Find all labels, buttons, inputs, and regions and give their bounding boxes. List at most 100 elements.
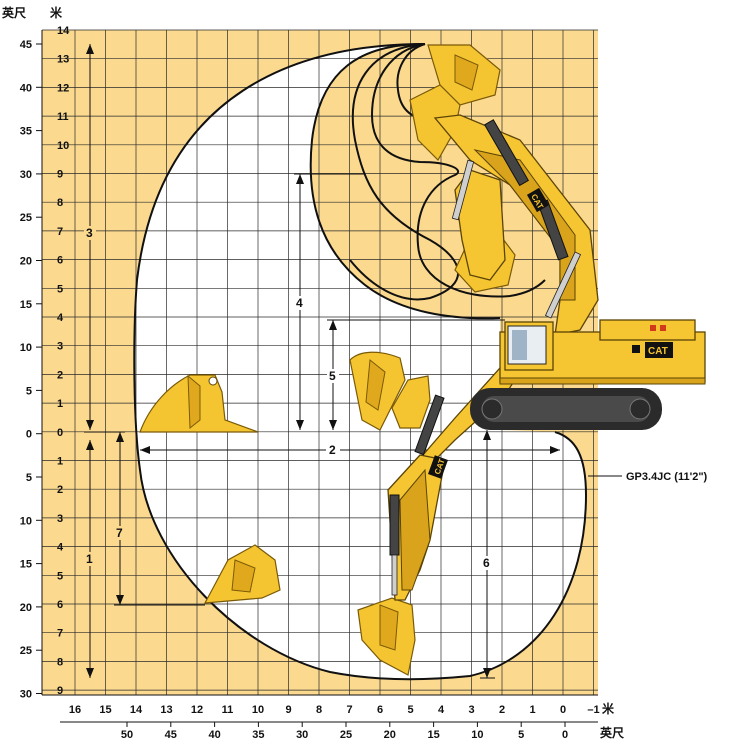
meter-tick-label: 11 <box>57 111 69 123</box>
meters-unit-label-top: 米 <box>50 5 63 20</box>
meter-tick-label: 13 <box>57 54 69 66</box>
raised-boom-arm: CAT <box>433 114 599 336</box>
meter-tick-label: 4 <box>57 312 64 324</box>
meter-tick-label: 3 <box>57 341 63 353</box>
svg-text:CAT: CAT <box>648 346 668 357</box>
feet-unit-label-top: 英尺 <box>2 5 26 20</box>
bucket-deep-dig <box>357 597 416 676</box>
meter-tick-label: 14 <box>57 25 70 37</box>
bottom-meter-tick-label: 8 <box>316 704 322 716</box>
meter-tick-label: 9 <box>57 169 63 181</box>
boom-config-label: GP3.4JC (11'2") <box>626 471 708 483</box>
dimension-3: 3 <box>84 44 96 430</box>
meter-tick-label: 7 <box>57 628 63 640</box>
feet-tick-label: 30 <box>20 689 32 701</box>
feet-tick-label: 0 <box>26 429 32 441</box>
meter-tick-label: 1 <box>57 398 63 410</box>
bottom-feet-tick-label: 25 <box>340 729 352 741</box>
bottom-meter-tick-label: 11 <box>222 704 234 716</box>
bucket-mid-right <box>391 375 431 429</box>
meters-unit-label-bottom: 米 <box>602 701 615 716</box>
bottom-meter-tick-label: 4 <box>438 704 445 716</box>
bottom-meter-tick-label: 7 <box>346 704 352 716</box>
meter-tick-label: 12 <box>57 82 69 94</box>
bottom-meter-tick-label: 12 <box>191 704 203 716</box>
bottom-feet-tick-label: 15 <box>427 729 439 741</box>
bottom-meter-tick-label: 2 <box>499 704 505 716</box>
bottom-meter-tick-label: –1 <box>587 704 599 716</box>
bottom-meter-tick-label: 5 <box>407 704 413 716</box>
bottom-meter-tick-label: 3 <box>468 704 474 716</box>
feet-tick-label: 20 <box>20 256 32 268</box>
meter-tick-label: 1 <box>57 456 63 468</box>
feet-tick-label: 45 <box>20 39 32 51</box>
bottom-meter-tick-label: 1 <box>529 704 535 716</box>
cat-logo-arm: CAT <box>428 455 448 479</box>
bottom-feet-tick-label: 20 <box>384 729 396 741</box>
feet-tick-label: 15 <box>20 559 32 571</box>
svg-text:2: 2 <box>329 443 336 457</box>
bucket-low-left <box>203 544 281 604</box>
svg-text:1: 1 <box>86 552 93 566</box>
svg-text:4: 4 <box>296 296 303 310</box>
bucket-top <box>427 44 501 106</box>
feet-tick-label: 30 <box>20 169 32 181</box>
bottom-meter-tick-label: 13 <box>160 704 172 716</box>
feet-tick-label: 35 <box>20 126 32 138</box>
meter-tick-label: 4 <box>57 542 64 554</box>
bucket-ground-left <box>139 374 259 433</box>
inner-curl-loop <box>370 43 546 298</box>
dimension-4: 4 <box>294 173 365 430</box>
dimension-1: 1 <box>84 440 96 678</box>
bottom-meter-tick-label: 14 <box>130 704 143 716</box>
bottom-feet-tick-label: 35 <box>252 729 264 741</box>
dimension-6: 6 <box>480 430 495 679</box>
bottom-feet-tick-label: 50 <box>121 729 133 741</box>
feet-tick-label: 40 <box>20 82 32 94</box>
feet-tick-label: 20 <box>20 602 32 614</box>
svg-text:7: 7 <box>116 526 123 540</box>
bottom-feet-tick-label: 40 <box>208 729 220 741</box>
excavator-body: CAT <box>499 319 706 385</box>
bottom-meter-tick-label: 15 <box>99 704 111 716</box>
bottom-meter-tick-label: 9 <box>285 704 291 716</box>
bottom-feet-tick-label: 5 <box>518 729 524 741</box>
bottom-meter-tick-label: 16 <box>69 704 81 716</box>
bottom-meter-tick-label: 10 <box>252 704 264 716</box>
meter-tick-label: 8 <box>57 197 63 209</box>
meter-tick-label: 2 <box>57 484 63 496</box>
meter-tick-label: 6 <box>57 599 63 611</box>
feet-tick-label: 10 <box>20 515 32 527</box>
bottom-feet-tick-label: 45 <box>165 729 177 741</box>
bottom-feet-tick-label: 30 <box>296 729 308 741</box>
bottom-feet-tick-label: 0 <box>562 729 568 741</box>
meter-tick-label: 9 <box>57 685 63 697</box>
meter-tick-label: 5 <box>57 570 63 582</box>
meter-tick-label: 8 <box>57 656 63 668</box>
feet-tick-label: 5 <box>26 385 32 397</box>
bottom-feet-tick-label: 10 <box>471 729 483 741</box>
inner-envelope-upper <box>309 43 501 320</box>
feet-tick-label: 10 <box>20 342 32 354</box>
svg-text:3: 3 <box>86 226 93 240</box>
feet-tick-label: 15 <box>20 299 32 311</box>
meter-tick-label: 2 <box>57 369 63 381</box>
bucket-mid-center <box>349 351 406 431</box>
meter-tick-label: 7 <box>57 226 63 238</box>
feet-tick-label: 25 <box>20 212 32 224</box>
svg-text:5: 5 <box>329 369 336 383</box>
dimension-7: 7 <box>114 432 205 606</box>
feet-tick-label: 5 <box>26 472 32 484</box>
track-undercarriage <box>470 388 662 430</box>
reach-envelope <box>133 43 588 681</box>
svg-text:6: 6 <box>483 556 490 570</box>
meter-tick-label: 10 <box>57 140 69 152</box>
meter-tick-label: 3 <box>57 513 63 525</box>
feet-unit-label-bottom: 英尺 <box>600 725 624 740</box>
dimension-5: 5 <box>327 319 505 430</box>
dimension-2: 2 <box>140 443 560 457</box>
meter-tick-label: 5 <box>57 283 63 295</box>
